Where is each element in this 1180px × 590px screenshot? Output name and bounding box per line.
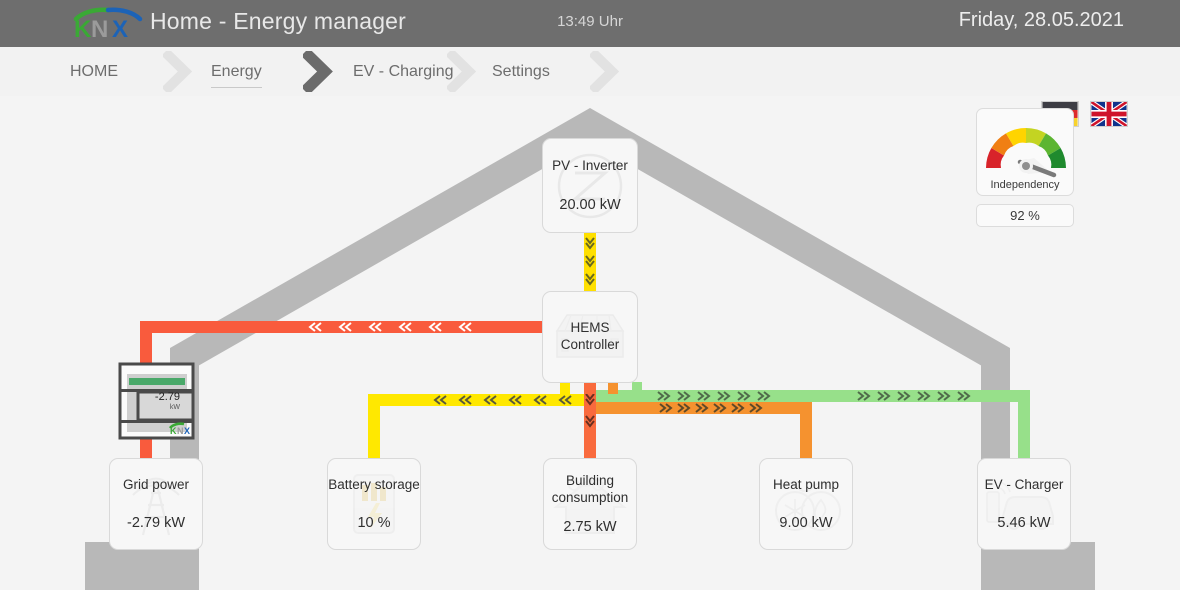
node-hems-controller[interactable]: HEMS Controller — [542, 291, 638, 383]
meter-value-text: -2.79 — [154, 391, 180, 403]
meter-unit-text: kW — [169, 403, 180, 411]
gauge-value: 92 % — [976, 204, 1074, 227]
flow-hems-to-building — [584, 382, 596, 462]
chevron-separator-3 — [447, 51, 477, 92]
date-text: Friday, 28.05.2021 — [958, 9, 1124, 31]
gauge-dial — [986, 128, 1066, 178]
flow-hems-to-battery — [368, 394, 598, 406]
clock-text: 13:49 Uhr — [557, 13, 623, 30]
node-label: Heat pump — [772, 476, 840, 492]
chevron-separator-4 — [590, 51, 620, 92]
chevron-separator-2-active — [303, 51, 333, 92]
node-building-consumption[interactable]: Building consumption 2.75 kW — [543, 458, 637, 550]
breadcrumb: HOME Energy EV - Charging Settings — [0, 47, 1180, 127]
node-value: -2.79 kW — [126, 515, 185, 532]
node-value: 9.00 kW — [779, 515, 833, 532]
node-battery-storage[interactable]: Battery storage 10 % — [327, 458, 421, 550]
breadcrumb-item-ev-charging[interactable]: EV - Charging — [353, 62, 454, 80]
node-pv-inverter[interactable]: PV - Inverter 20.00 kW — [542, 138, 638, 233]
svg-text:N: N — [177, 426, 184, 436]
meter-reading: -2.79 kW — [154, 391, 180, 411]
node-value: 2.75 kW — [563, 518, 617, 535]
node-grid-power[interactable]: Grid power -2.79 kW — [109, 458, 203, 550]
breadcrumb-item-settings[interactable]: Settings — [492, 62, 550, 80]
node-label: HEMS — [570, 320, 610, 336]
node-label-line2: Controller — [560, 337, 620, 352]
meter-body-icon: K N X — [118, 362, 195, 440]
chevron-separator-1 — [163, 51, 193, 92]
breadcrumb-item-home[interactable]: HOME — [70, 62, 118, 80]
flow-hems-stubs — [560, 382, 642, 394]
node-label: PV - Inverter — [552, 158, 628, 174]
node-value: 5.46 kW — [997, 515, 1051, 532]
flow-battery-vertical — [368, 394, 380, 462]
node-value: 20.00 kW — [559, 196, 621, 213]
svg-text:K: K — [74, 16, 92, 40]
knx-logo: K N X — [73, 7, 143, 40]
flow-hems-to-grid — [140, 321, 546, 333]
flow-hems-to-heatpump — [596, 402, 812, 414]
flow-pv-to-hems — [584, 228, 596, 292]
page-title: Home - Energy manager — [150, 8, 407, 34]
flow-hems-to-ev — [596, 390, 1030, 402]
independency-gauge: Independency — [976, 108, 1074, 196]
node-label-line2: consumption — [551, 490, 629, 505]
node-label: Grid power — [122, 476, 190, 492]
node-label: EV - Charger — [984, 476, 1064, 492]
svg-text:X: X — [184, 426, 190, 436]
flow-heatpump-vertical — [800, 402, 812, 462]
flow-ev-vertical — [1018, 390, 1030, 462]
gauge-label: Independency — [990, 179, 1060, 191]
title-bar: K N X Home - Energy manager 13:49 Uhr Fr… — [0, 0, 1180, 47]
uk-flag-icon[interactable] — [1090, 101, 1128, 127]
knx-energy-meter[interactable]: K N X -2.79 kW — [118, 362, 195, 440]
node-label: Battery storage — [328, 476, 420, 492]
node-label: Building — [565, 473, 615, 489]
node-ev-charger[interactable]: EV - Charger 5.46 kW — [977, 458, 1071, 550]
house-outline — [85, 108, 1095, 590]
breadcrumb-item-energy[interactable]: Energy — [211, 47, 262, 96]
node-value: 10 % — [357, 515, 391, 532]
svg-text:K: K — [170, 426, 177, 436]
node-heat-pump[interactable]: Heat pump 9.00 kW — [759, 458, 853, 550]
svg-text:X: X — [112, 16, 128, 40]
svg-text:N: N — [91, 16, 108, 40]
